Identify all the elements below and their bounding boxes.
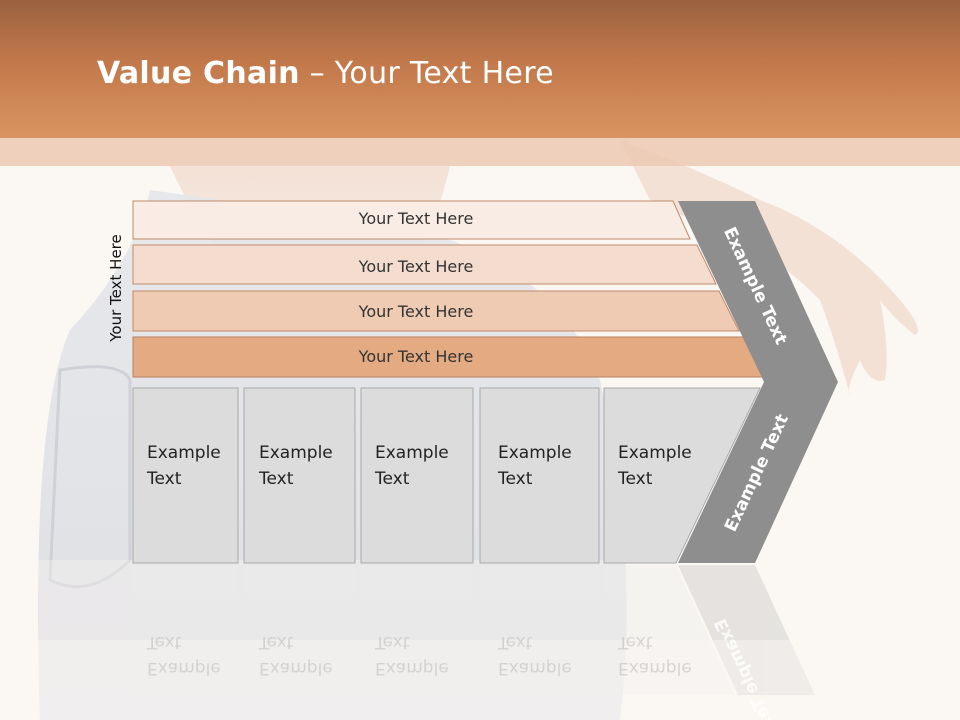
title-bold: Value Chain [97,56,300,91]
cell-line: Example [259,658,333,678]
primary-cell-5 [603,387,761,564]
reflection-area: Example Text Example Text Example Text Exam… [0,563,960,720]
primary-cell-4 [479,387,600,564]
margin-chevron [678,201,838,563]
header-band [0,138,960,166]
cell-line: Text [259,632,294,652]
cell-line: Example [498,443,572,463]
reflection-cell-text-1: Example Text [147,629,221,681]
support-row-3 [132,290,740,332]
cell-line: Example [618,443,692,463]
cell-line: Example [375,443,449,463]
support-row-label-4: Your Text Here [358,347,474,366]
reflection-cell-text-5: Example Text [618,629,692,681]
support-row-1 [132,200,691,240]
cell-line: Text [618,469,653,489]
cell-line: Example [147,658,221,678]
cell-line: Text [259,469,294,489]
reflection-cell-text-4: Example Text [498,629,572,681]
cell-line: Example [147,443,221,463]
cell-line: Example [259,443,333,463]
primary-cell-1 [132,387,239,564]
cell-line: Text [498,632,533,652]
support-row-label-3: Your Text Here [358,302,474,321]
cell-line: Text [618,632,653,652]
header-bar [0,0,960,138]
cell-line: Example [498,658,572,678]
support-row-2 [132,244,717,285]
cell-line: Text [147,632,182,652]
page-title: Value Chain – Your Text Here [97,56,554,91]
reflection-shapes [133,565,815,695]
reflection-cell-text-3: Example Text [375,629,449,681]
cell-line: Example [375,658,449,678]
cell-line: Example [618,658,692,678]
primary-cell-2 [243,387,356,564]
cell-line: Text [375,469,410,489]
cell-line: Text [147,469,182,489]
support-row-label-2: Your Text Here [358,257,474,276]
title-rest: – Your Text Here [299,56,554,91]
cell-line: Text [498,469,533,489]
primary-cell-3 [360,387,474,564]
reflection-cell-text-2: Example Text [259,629,333,681]
reflection-chevron-text: Example Text [710,615,783,720]
cell-line: Text [375,632,410,652]
support-row-label-1: Your Text Here [358,209,474,228]
